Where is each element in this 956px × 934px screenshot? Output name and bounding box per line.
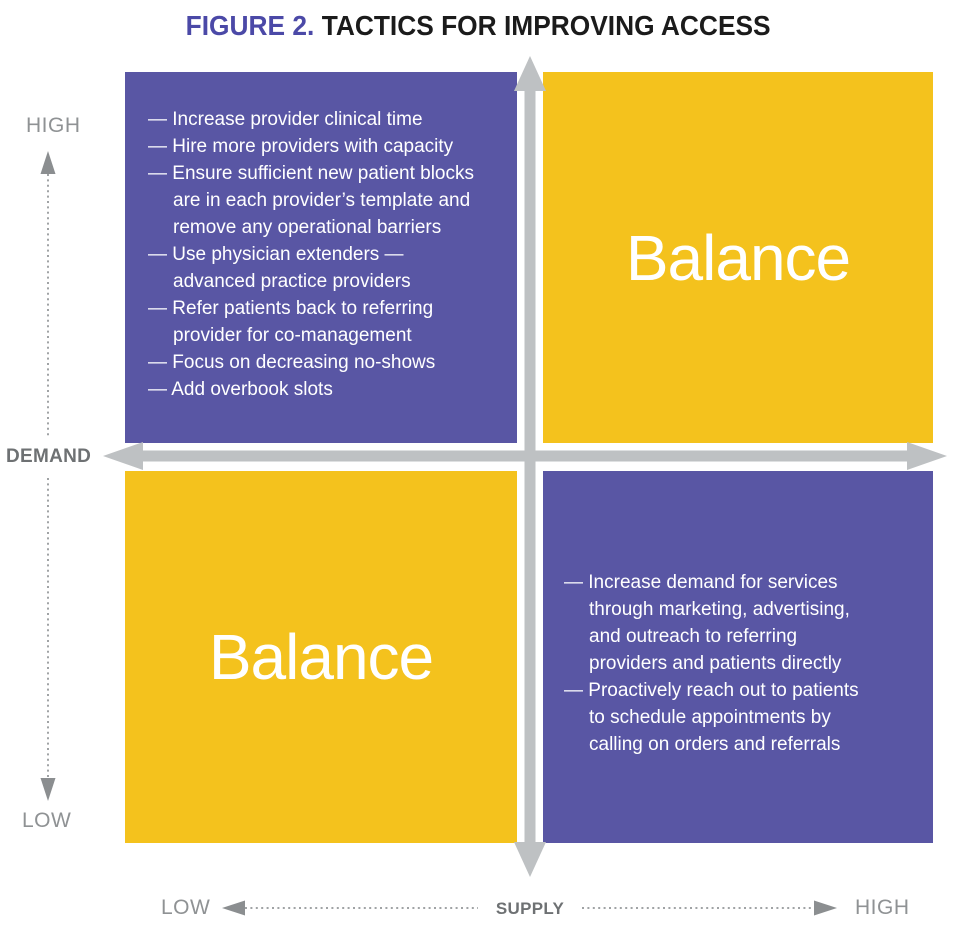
quadrant-low-demand-low-supply: Balance — [125, 471, 517, 843]
small-arrowhead-left-icon — [222, 900, 245, 916]
quadrant-high-demand-high-supply: Balance — [543, 72, 933, 443]
supply-high-label: HIGH — [855, 896, 910, 919]
supply-axis-label: SUPPLY — [495, 899, 565, 918]
figure-title-text: TACTICS FOR IMPROVING ACCESS — [321, 10, 771, 41]
tactics-list-supply: — Increase demand for services through m… — [564, 569, 916, 758]
tactic-item: — Proactively reach out to patients to s… — [564, 680, 859, 755]
tactic-item: — Hire more providers with capacity — [148, 136, 454, 157]
balance-label-bottom-left: Balance — [208, 621, 434, 693]
tactic-item: — Ensure sufficient new patient blocks a… — [148, 163, 474, 238]
arrowhead-right-icon — [907, 442, 947, 470]
balance-label-top-right: Balance — [625, 221, 851, 294]
demand-low-label: LOW — [22, 809, 72, 832]
vertical-cross-arrow — [514, 56, 546, 877]
tactic-item: — Refer patients back to referring provi… — [148, 298, 434, 346]
small-arrowhead-down-icon — [40, 778, 56, 801]
demand-dotted-arrows — [40, 151, 56, 801]
tactic-item: — Add overbook slots — [148, 379, 333, 400]
supply-low-label: LOW — [161, 896, 211, 919]
horizontal-cross-arrow — [103, 442, 947, 470]
tactic-item: — Increase demand for services through m… — [564, 572, 850, 674]
figure-number-label: FIGURE 2. — [185, 10, 315, 41]
demand-high-label: HIGH — [26, 114, 81, 137]
quadrant-low-demand-high-supply: — Increase demand for services through m… — [543, 471, 933, 843]
small-arrowhead-right-icon — [814, 900, 837, 916]
quadrant-high-demand-low-supply: — Increase provider clinical time — Hire … — [125, 72, 517, 443]
demand-axis-label: DEMAND — [6, 446, 92, 467]
tactic-item: — Increase provider clinical time — [148, 109, 423, 130]
figure-title: FIGURE 2. TACTICS FOR IMPROVING ACCESS — [0, 10, 956, 42]
tactics-list-demand: — Increase provider clinical time — Hire … — [148, 106, 514, 403]
arrowhead-left-icon — [103, 442, 143, 470]
tactic-item: — Focus on decreasing no-shows — [148, 352, 436, 373]
arrowhead-up-icon — [514, 56, 546, 91]
tactic-item: — Use physician extenders — advanced pra… — [148, 244, 411, 292]
small-arrowhead-up-icon — [40, 151, 56, 174]
arrowhead-down-icon — [514, 842, 546, 877]
